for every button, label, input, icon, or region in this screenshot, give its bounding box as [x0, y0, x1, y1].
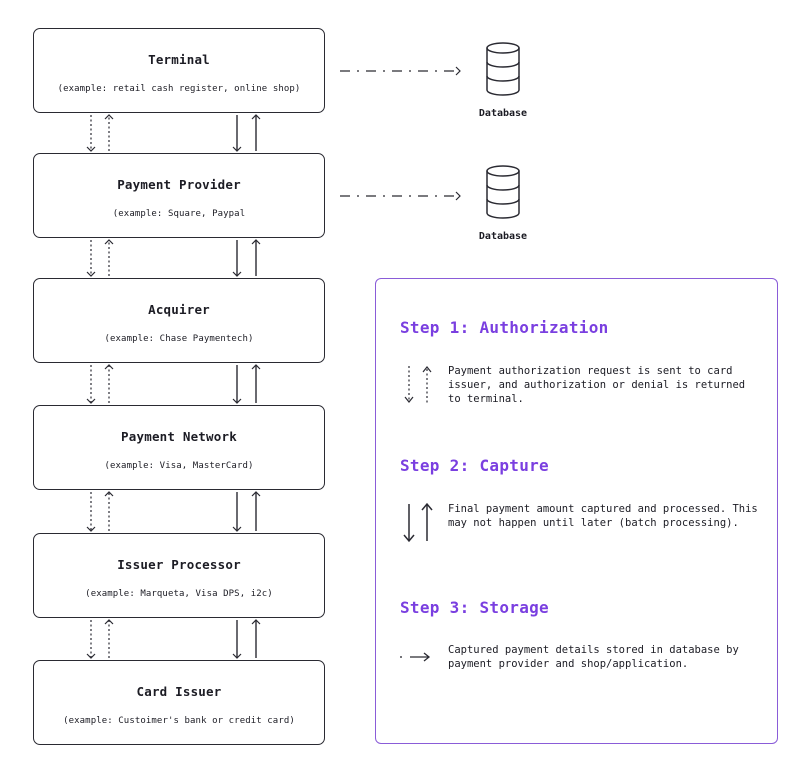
box-title: Acquirer — [148, 302, 210, 317]
connector-arrows — [86, 364, 261, 404]
step-2-text: Final payment amount captured and proces… — [448, 503, 758, 529]
dotted-arrows-icon — [404, 366, 432, 404]
database-label: Database — [478, 108, 528, 119]
database-1: Database — [463, 40, 543, 119]
connector-arrows — [86, 114, 261, 152]
terminal-box: Terminal (example: retail cash register,… — [33, 28, 325, 113]
database-2: Database — [463, 163, 543, 242]
step-1-text: Payment authorization request is sent to… — [448, 365, 746, 405]
step-3-text: Captured payment details stored in datab… — [448, 644, 739, 670]
step-3-title: Step 3: Storage — [400, 598, 549, 617]
box-title: Issuer Processor — [117, 557, 241, 572]
legend-panel: Step 1: Authorization Payment authorizat… — [375, 278, 778, 744]
connector-arrows — [86, 491, 261, 532]
database-icon — [486, 165, 520, 219]
connector-arrows — [86, 619, 261, 659]
dash-dot-arrow-icon — [400, 652, 431, 662]
database-icon — [486, 42, 520, 96]
solid-arrows-icon — [403, 502, 433, 543]
box-title: Terminal — [148, 52, 210, 67]
box-subtitle: (example: retail cash register, online s… — [57, 84, 301, 94]
step-2-title: Step 2: Capture — [400, 456, 549, 475]
box-title: Payment Provider — [117, 177, 241, 192]
box-subtitle: (example: Marqueta, Visa DPS, i2c) — [85, 589, 273, 599]
card-issuer-box: Card Issuer (example: Custoimer's bank o… — [33, 660, 325, 745]
step-1-title: Step 1: Authorization — [400, 318, 609, 337]
connector-arrows — [86, 239, 261, 277]
box-subtitle: (example: Square, Paypal — [112, 209, 246, 219]
acquirer-box: Acquirer (example: Chase Paymentech) — [33, 278, 325, 363]
box-title: Payment Network — [121, 429, 237, 444]
box-subtitle: (example: Chase Paymentech) — [104, 334, 254, 344]
payment-provider-box: Payment Provider (example: Square, Paypa… — [33, 153, 325, 238]
issuer-processor-box: Issuer Processor (example: Marqueta, Vis… — [33, 533, 325, 618]
box-subtitle: (example: Visa, MasterCard) — [104, 461, 254, 471]
box-title: Card Issuer — [136, 684, 222, 699]
box-subtitle: (example: Custoimer's bank or credit car… — [63, 716, 295, 726]
payment-network-box: Payment Network (example: Visa, MasterCa… — [33, 405, 325, 490]
database-label: Database — [478, 231, 528, 242]
